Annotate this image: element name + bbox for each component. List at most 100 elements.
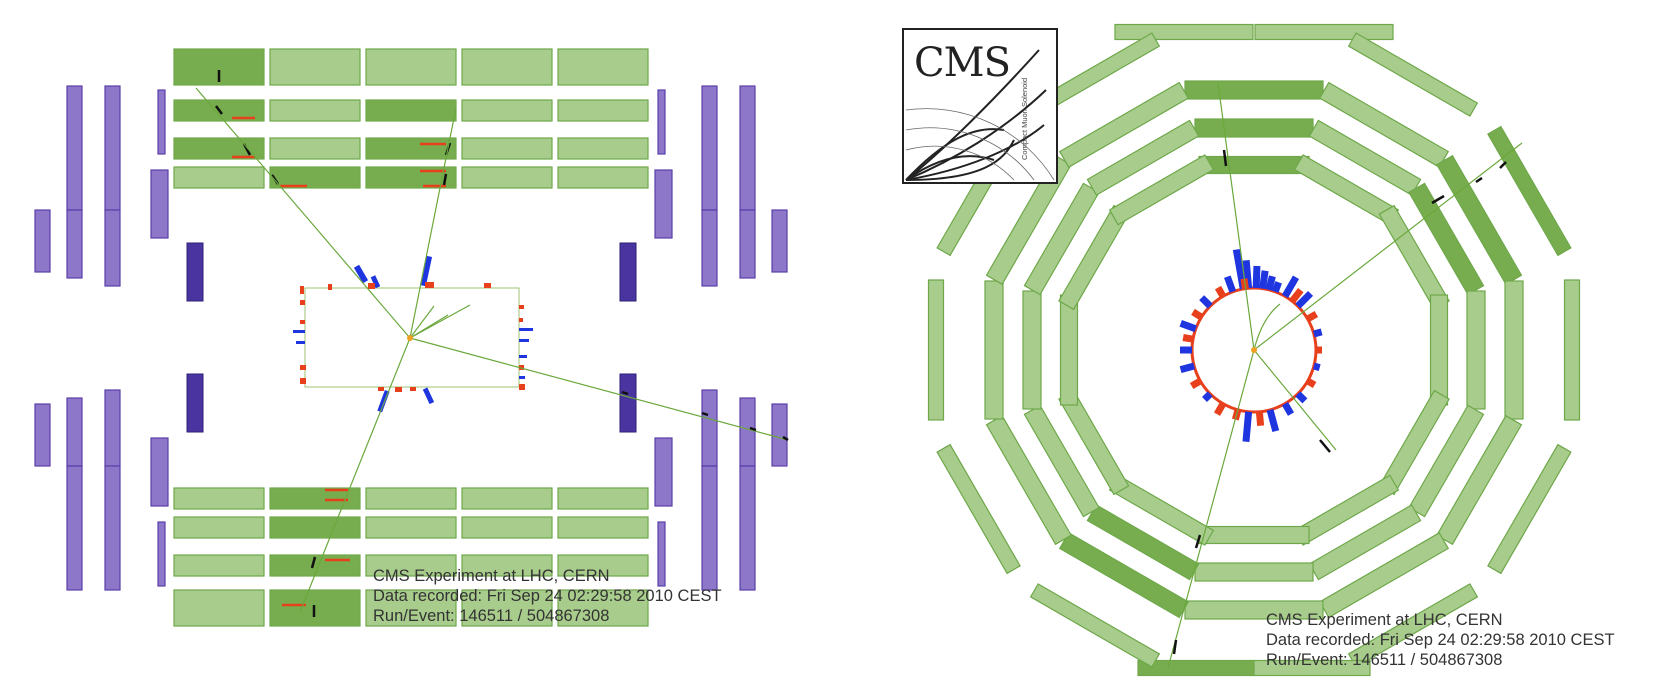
calorimeter-tower	[1295, 391, 1308, 404]
muon-chamber-transverse	[1318, 532, 1450, 619]
muon-chamber-transverse	[1194, 118, 1314, 138]
track-transverse	[1217, 82, 1255, 351]
muon-chamber-transverse	[1198, 155, 1310, 175]
muon-chamber-transverse	[1253, 659, 1371, 677]
muon-chamber-transverse	[1563, 279, 1581, 421]
muon-segment-transverse	[1319, 439, 1331, 453]
primary-vertex-transverse	[1251, 347, 1257, 353]
muon-chamber-transverse	[1436, 154, 1523, 286]
cms-logo: CMS Compact Muon Solenoid	[902, 28, 1058, 184]
muon-chamber-transverse	[1308, 504, 1422, 581]
calorimeter-tower	[1271, 281, 1282, 293]
calorimeter-tower	[1179, 320, 1197, 333]
longitudinal-view	[34, 48, 789, 627]
muon-chamber-transverse	[1108, 154, 1215, 226]
muon-chamber-transverse	[1408, 182, 1485, 296]
muon-chamber-transverse	[1254, 23, 1394, 41]
caption-left: CMS Experiment at LHC, CERN Data recorde…	[373, 566, 722, 626]
calorimeter-tower	[1242, 411, 1253, 442]
muon-chamber-transverse	[1487, 125, 1572, 257]
barrel-muon-chambers-bottom	[173, 487, 649, 627]
muon-hits-left	[232, 116, 446, 607]
calorimeter-tower	[1252, 265, 1261, 289]
calorimeter-tower	[1213, 401, 1227, 416]
calorimeter-tower	[1214, 285, 1227, 299]
muon-chamber-transverse	[1022, 290, 1042, 410]
muon-segment-transverse	[1222, 149, 1228, 167]
muon-chamber-transverse	[1058, 532, 1190, 619]
caption-right-date: Data recorded: Fri Sep 24 02:29:58 2010 …	[1266, 631, 1615, 649]
muon-chamber-transverse	[1029, 583, 1161, 668]
calorimeter-tower	[1259, 270, 1269, 290]
calorimeter-tower	[1281, 401, 1295, 416]
muon-segment-transverse	[1172, 639, 1178, 655]
calorimeter-tower	[1199, 295, 1213, 309]
muon-segment-transverse	[1499, 161, 1507, 169]
muon-chamber-transverse	[1194, 562, 1314, 582]
muon-chamber-transverse	[1408, 404, 1485, 518]
muon-segment-transverse	[1475, 176, 1483, 184]
muon-chamber-transverse	[1137, 659, 1255, 677]
muon-segment-transverse	[1194, 534, 1202, 549]
track-curved	[1253, 303, 1281, 351]
muon-chamber-transverse	[985, 414, 1072, 546]
muon-chamber-transverse	[1184, 80, 1324, 100]
calorimeter-tower	[1305, 377, 1317, 389]
calorimeter-tower	[1266, 408, 1280, 433]
calorimeter-tower	[1295, 290, 1314, 309]
calorimeter-tower	[1189, 377, 1203, 390]
calorimeter-tower	[1179, 362, 1196, 374]
muon-chamber-transverse	[984, 280, 1004, 420]
calorimeter-tower	[1265, 275, 1276, 291]
track-transverse	[1253, 142, 1523, 351]
calorimeter-tower	[1182, 334, 1194, 343]
muon-chamber-transverse	[1487, 443, 1572, 575]
muon-chamber-transverse	[1023, 404, 1100, 518]
caption-right-run-event: Run/Event: 146511 / 504867308	[1266, 651, 1503, 669]
tracks-left	[195, 87, 789, 613]
muon-chamber-transverse	[1429, 294, 1449, 406]
caption-right-experiment: CMS Experiment at LHC, CERN	[1266, 611, 1503, 629]
caption-right: CMS Experiment at LHC, CERN Data recorde…	[1266, 610, 1615, 670]
muon-chamber-transverse	[1198, 525, 1310, 545]
endcap-chambers-left	[34, 85, 169, 591]
muon-chamber-transverse	[1058, 81, 1190, 168]
transverse-view	[927, 23, 1581, 677]
muon-chamber-transverse	[1114, 23, 1254, 41]
calorimeter-tower	[1202, 391, 1213, 402]
muon-segments-outer-left	[621, 390, 789, 442]
muon-chamber-transverse	[936, 443, 1021, 575]
calorimeter-tower	[1312, 362, 1321, 371]
muon-chamber-transverse	[1504, 280, 1524, 420]
muon-chamber-transverse	[1023, 182, 1100, 296]
muon-segment-transverse	[1431, 194, 1445, 205]
muon-chamber-transverse	[985, 154, 1072, 286]
calorimeter-tower	[1289, 287, 1304, 304]
track-transverse	[1253, 349, 1337, 451]
caption-left-run-event: Run/Event: 146511 / 504867308	[373, 607, 610, 625]
calorimeter-tower	[1312, 328, 1323, 338]
primary-vertex-left	[407, 335, 413, 341]
calorimeter-tower	[1191, 308, 1204, 321]
calorimeter-tower	[1281, 275, 1300, 299]
muon-chamber-transverse	[1318, 81, 1450, 168]
muon-chamber-transverse	[927, 279, 945, 421]
cms-logo-tracks	[905, 49, 1055, 181]
caption-left-date: Data recorded: Fri Sep 24 02:29:58 2010 …	[373, 587, 722, 605]
calorimeter-tower	[1224, 275, 1237, 293]
track-transverse	[1167, 349, 1255, 669]
cms-subtitle: Compact Muon Solenoid	[1020, 77, 1029, 160]
muon-chamber-transverse	[1308, 119, 1422, 196]
calorimeter-tower	[1255, 411, 1265, 427]
muon-chamber-transverse	[1347, 32, 1479, 117]
muon-chamber-transverse	[1086, 119, 1200, 196]
muon-chamber-transverse	[1184, 600, 1324, 620]
calorimeter-tower	[1305, 310, 1319, 323]
endcap-inner-dark	[186, 242, 637, 433]
caption-left-experiment: CMS Experiment at LHC, CERN	[373, 567, 610, 585]
muon-chamber-transverse	[1436, 414, 1523, 546]
endcap-chambers-right	[654, 85, 788, 591]
muon-chamber-transverse	[1059, 294, 1079, 406]
cms-wordmark: CMS	[914, 40, 1011, 86]
